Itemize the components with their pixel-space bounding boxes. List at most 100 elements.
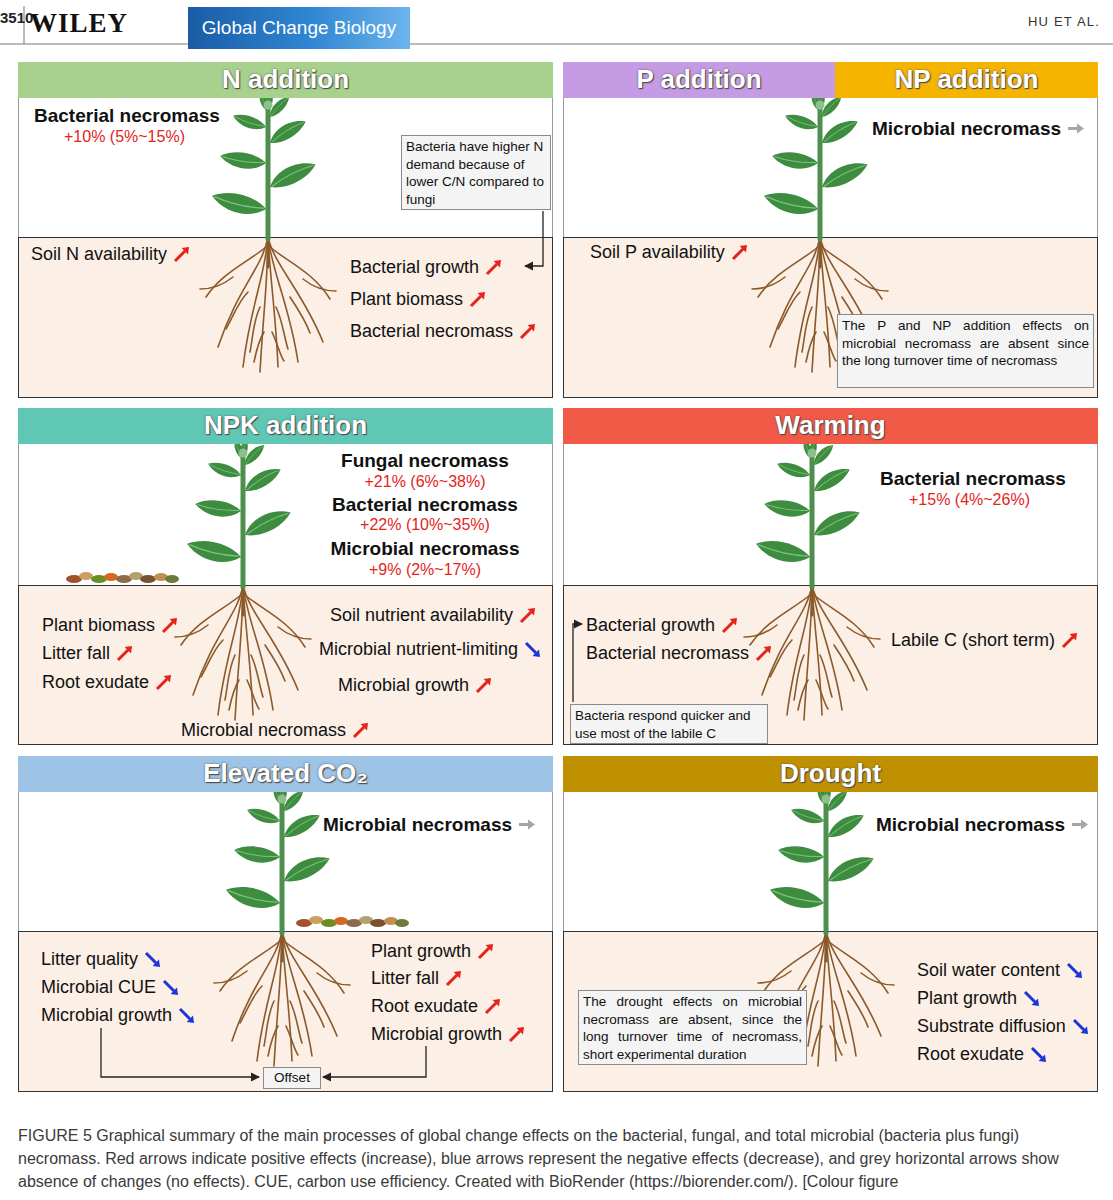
effect-arrow — [519, 607, 536, 624]
running-head: HU ET AL. — [1010, 14, 1100, 29]
arrow-shaft — [118, 650, 128, 660]
arrow-shaft — [157, 679, 167, 689]
text-run: +22% (10%~35%) — [360, 516, 490, 534]
process-label: Plant growth — [371, 941, 494, 962]
text-run: Bacteria respond quicker and use most of… — [575, 708, 751, 741]
process-label: Soil water content — [917, 960, 1083, 981]
journal-logo: Global Change Biology — [188, 7, 410, 49]
effect-arrow — [144, 951, 161, 968]
text-run: Microbial growth — [371, 1024, 502, 1045]
arrow-shaft — [1068, 964, 1078, 974]
page-number: 3510 — [0, 9, 33, 26]
arrow-shaft — [354, 727, 364, 737]
text-run: Bacterial necromass — [586, 643, 749, 664]
effect-arrow — [475, 677, 492, 694]
effect-arrow — [116, 645, 133, 662]
text-run: Microbial CUE — [41, 977, 156, 998]
note-box: The P and NP addition effects on microbi… — [837, 314, 1094, 388]
text-run: Root exudate — [371, 996, 478, 1017]
effect-arrow — [1023, 990, 1040, 1007]
figure-caption: FIGURE 5 Graphical summary of the main p… — [18, 1124, 1098, 1193]
panel-header: NP addition — [835, 62, 1098, 98]
panel-box: NPK additionFungal necromass+21% (6%~38%… — [18, 408, 553, 745]
arrow-shaft — [447, 975, 457, 985]
arrow-shaft — [146, 953, 156, 963]
arrow-head — [517, 1027, 524, 1034]
effect-arrow — [477, 943, 494, 960]
effect-arrow — [155, 674, 172, 691]
arrow-shaft — [180, 1009, 190, 1019]
text-run: P addition — [636, 65, 761, 95]
panel-header: N addition — [18, 62, 553, 98]
text-run: Labile C (short term) — [891, 630, 1055, 651]
arrow-head — [171, 987, 178, 994]
text-run: Plant biomass — [350, 289, 463, 310]
arrow-shaft — [1063, 637, 1073, 647]
necromass-label: Bacterial necromass — [310, 494, 540, 516]
text-run: Root exudate — [42, 672, 149, 693]
process-label: Soil nutrient availability — [330, 605, 536, 626]
arrow-shaft — [486, 1003, 496, 1013]
necromass-label: Bacterial necromass — [34, 105, 220, 127]
necromass-label: Microbial necromass — [876, 814, 1088, 836]
note-box: The drought effects on microbial necroma… — [578, 990, 807, 1065]
effect-arrow — [1030, 1046, 1047, 1063]
necromass-label: Microbial necromass — [872, 118, 1084, 140]
effect-size: +10% (5%~15%) — [64, 128, 185, 146]
text-run: Bacterial growth — [350, 257, 479, 278]
panel-box: N additionBacterial necromass+10% (5%~15… — [18, 62, 553, 398]
soil-region: Soil N availabilityBacterial growthPlant… — [18, 237, 553, 398]
arrow-head — [484, 678, 491, 685]
arrow-head — [187, 1015, 194, 1022]
arrow-head — [528, 608, 535, 615]
note-box: Offset — [263, 1067, 321, 1089]
arrow-head — [1077, 124, 1084, 134]
arrow-head — [494, 260, 501, 267]
text-run: Plant growth — [917, 988, 1017, 1009]
arrow-head — [1081, 820, 1088, 830]
text-run: Bacterial necromass — [880, 468, 1066, 490]
process-label: Labile C (short term) — [891, 630, 1078, 651]
necromass-label: Bacterial necromass — [880, 468, 1066, 490]
process-label: Microbial growth — [371, 1024, 525, 1045]
text-run: Bacterial necromass — [350, 321, 513, 342]
text-run: NPK addition — [204, 411, 367, 441]
effect-arrow — [469, 291, 486, 308]
effect-arrow — [524, 641, 541, 658]
text-run: Plant biomass — [42, 615, 155, 636]
arrow-shaft — [487, 264, 497, 274]
text-run: Bacterial necromass — [34, 105, 220, 127]
text-run: Microbial necromass — [876, 814, 1065, 836]
arrow-head — [730, 618, 737, 625]
text-run: Microbial growth — [338, 675, 469, 696]
necromass-label: Fungal necromass — [310, 450, 540, 472]
note-text: The P and NP addition effects on microbi… — [838, 315, 1093, 387]
necromass-label: Microbial necromass — [310, 538, 540, 560]
arrow-head — [528, 820, 535, 830]
text-run: +10% (5%~15%) — [64, 128, 185, 146]
text-run: Soil water content — [917, 960, 1060, 981]
text-run: Bacterial growth — [586, 615, 715, 636]
arrow-head — [182, 247, 189, 254]
process-label: Plant biomass — [350, 289, 486, 310]
header-rule — [0, 44, 1113, 45]
text-run: Soil N availability — [31, 244, 167, 265]
arrow-shaft — [164, 981, 174, 991]
text-run: Litter fall — [42, 643, 110, 664]
note-box: Bacteria respond quicker and use most of… — [570, 704, 768, 744]
publisher-logo: WILEY — [30, 8, 128, 39]
arrow-head — [454, 971, 461, 978]
soil-region: Soil water contentPlant growthSubstrate … — [563, 931, 1098, 1092]
arrow-head — [764, 646, 771, 653]
effect-arrow — [173, 246, 190, 263]
arrow-head — [1070, 633, 1077, 640]
process-label: Microbial CUE — [41, 977, 179, 998]
soil-region: Bacterial growthBacterial necromass Labil… — [563, 585, 1098, 745]
note-text: The drought effects on microbial necroma… — [579, 991, 806, 1064]
process-label: Bacterial growth — [350, 257, 502, 278]
arrow-shaft — [471, 296, 481, 306]
panel-header: P addition — [563, 62, 835, 98]
process-label: Plant growth — [917, 988, 1040, 1009]
effect-arrow — [508, 1026, 525, 1043]
